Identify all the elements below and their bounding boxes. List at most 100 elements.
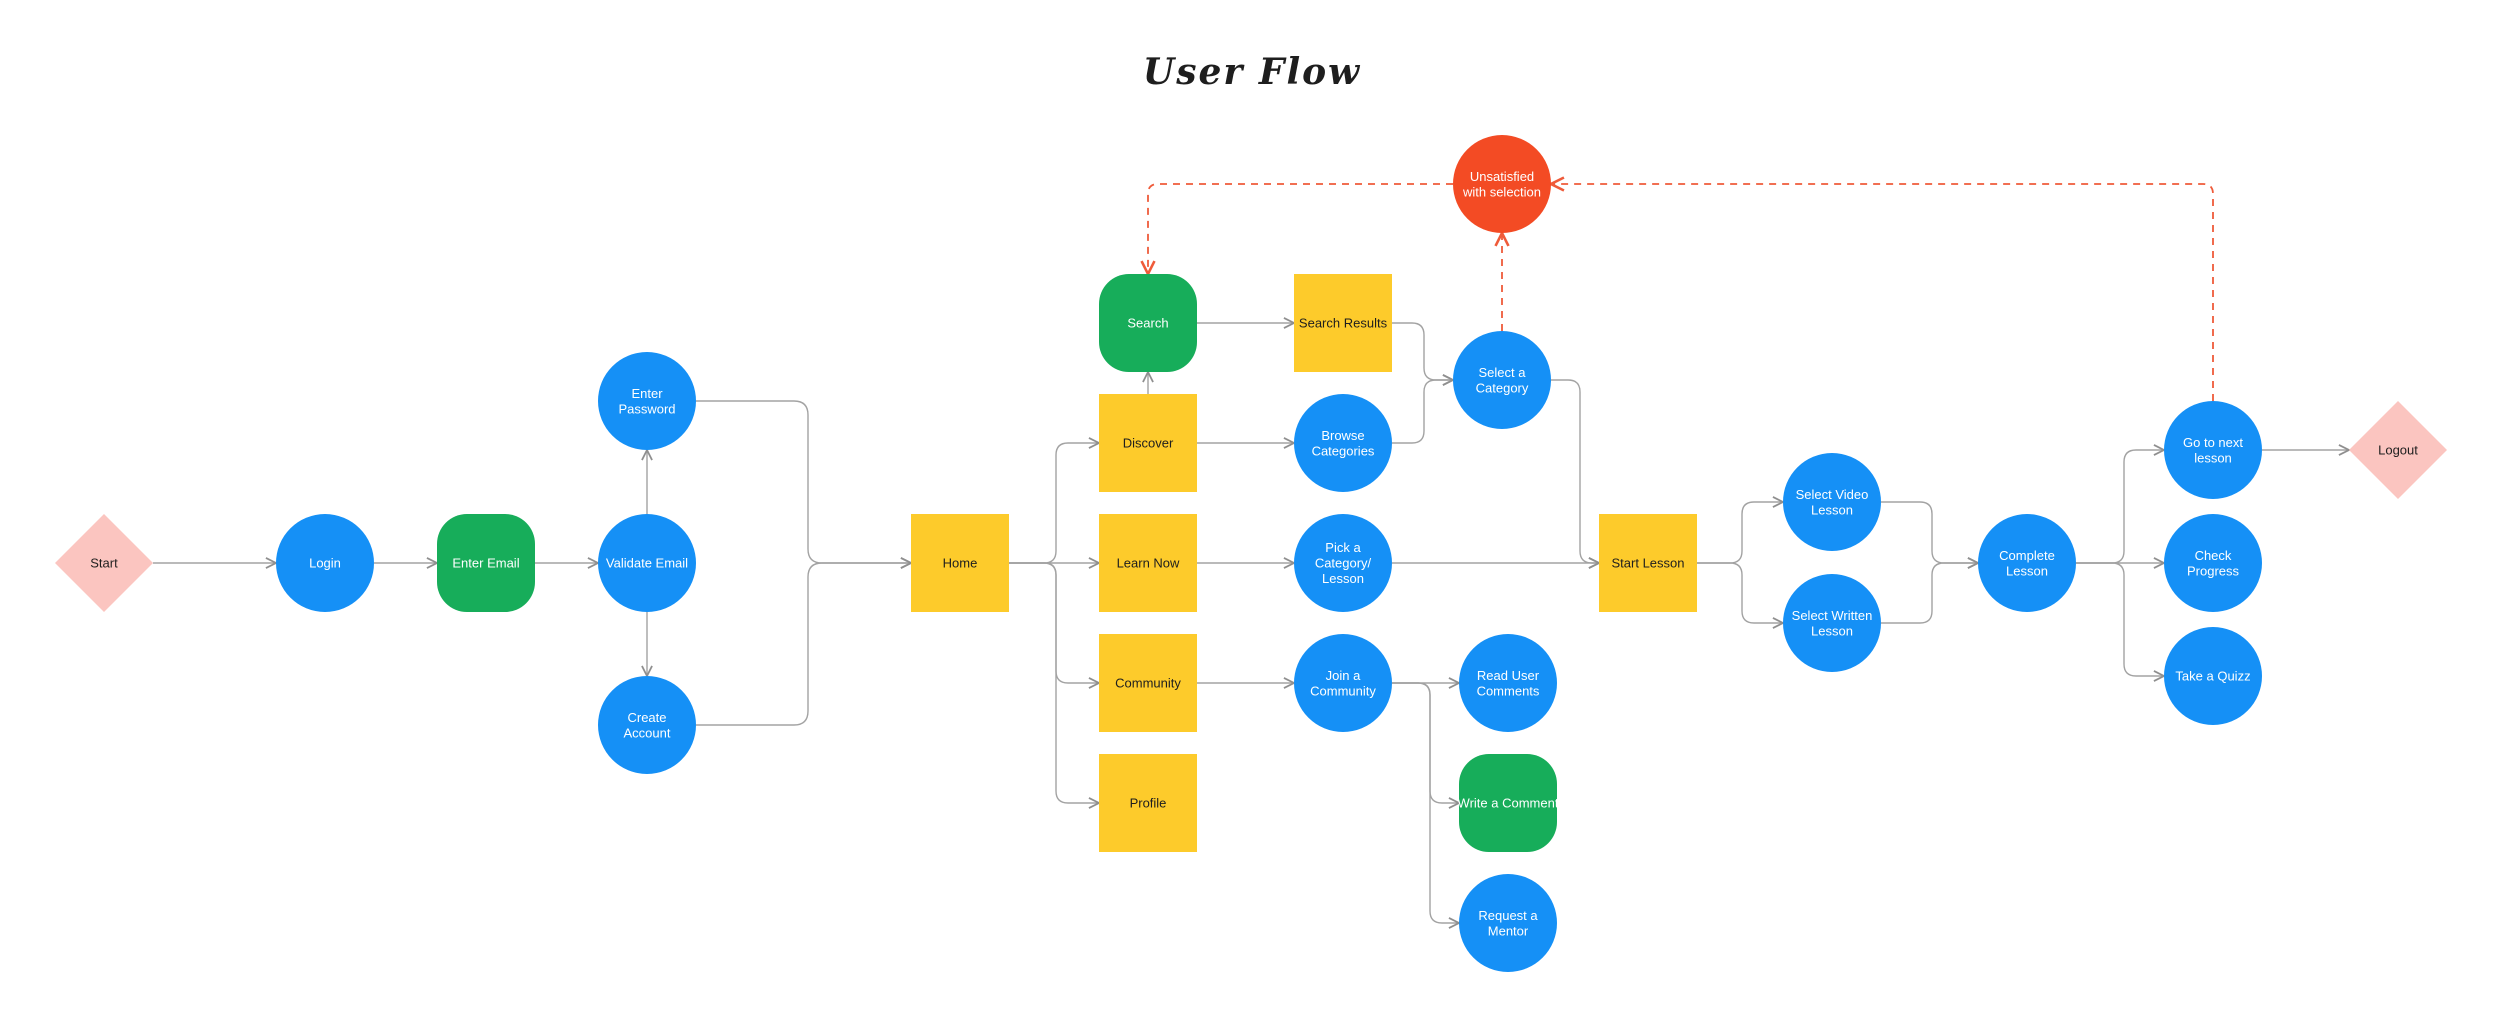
- node-label-join-community: Join a: [1326, 668, 1361, 683]
- node-profile[interactable]: Profile: [1099, 754, 1197, 852]
- node-logout[interactable]: Logout: [2349, 401, 2447, 499]
- node-shape-create-account: [598, 676, 696, 774]
- connector-join-community-to-request-mentor: [1392, 682, 1459, 923]
- node-label-enter-password: Password: [618, 401, 675, 416]
- node-shape-take-quiz: [2164, 627, 2262, 725]
- node-shape-join-community: [1294, 634, 1392, 732]
- node-label-create-account: Create: [627, 710, 666, 725]
- node-shape-login: [276, 514, 374, 612]
- node-label-next-lesson: Go to next: [2183, 435, 2243, 450]
- node-shape-discover: [1099, 394, 1197, 492]
- node-label-browse-categories: Categories: [1312, 443, 1375, 458]
- node-login[interactable]: Login: [276, 514, 374, 612]
- node-shape-enter-email: [437, 514, 535, 612]
- node-label-request-mentor: Request a: [1478, 908, 1538, 923]
- node-validate-email[interactable]: Validate Email: [598, 514, 696, 612]
- node-label-select-category: Select a: [1479, 365, 1527, 380]
- diagram-title: User Flow: [1143, 51, 1361, 93]
- node-label-start: Start: [90, 556, 118, 571]
- node-shape-pick-category-lesson: [1294, 514, 1392, 612]
- node-shape-select-category: [1453, 331, 1551, 429]
- node-shape-search-results: [1294, 274, 1392, 372]
- node-label-select-video: Select Video: [1796, 487, 1869, 502]
- node-label-browse-categories: Browse: [1321, 428, 1364, 443]
- node-take-quiz[interactable]: Take a Quizz: [2164, 627, 2262, 725]
- node-label-pick-category-lesson: Pick a: [1325, 540, 1361, 555]
- node-label-check-progress: Progress: [2187, 563, 2240, 578]
- node-label-check-progress: Check: [2195, 548, 2232, 563]
- node-home[interactable]: Home: [911, 514, 1009, 612]
- node-label-search-results: Search Results: [1299, 316, 1388, 331]
- node-start[interactable]: Start: [55, 514, 153, 612]
- node-shape-home: [911, 514, 1009, 612]
- connector-home-to-community: [1009, 562, 1099, 683]
- node-label-learn-now: Learn Now: [1117, 556, 1180, 571]
- node-write-comment[interactable]: Write a Comment: [1458, 754, 1559, 852]
- connector-complete-lesson-to-take-quiz: [2076, 562, 2164, 676]
- flow-nodes: Start Login Enter Email Validate Email Enter…: [55, 135, 2447, 972]
- node-label-next-lesson: lesson: [2194, 450, 2232, 465]
- node-shape-select-video: [1783, 453, 1881, 551]
- node-shape-profile: [1099, 754, 1197, 852]
- node-learn-now[interactable]: Learn Now: [1099, 514, 1197, 612]
- node-community[interactable]: Community: [1099, 634, 1197, 732]
- node-shape-complete-lesson: [1978, 514, 2076, 612]
- node-shape-start: [55, 514, 153, 612]
- node-label-search: Search: [1127, 316, 1168, 331]
- node-shape-logout: [2349, 401, 2447, 499]
- node-label-read-comments: Read User: [1477, 668, 1540, 683]
- node-label-validate-email: Validate Email: [606, 556, 688, 571]
- connector-home-to-profile: [1009, 562, 1099, 803]
- node-label-complete-lesson: Lesson: [2006, 563, 2048, 578]
- node-label-logout: Logout: [2378, 443, 2418, 458]
- node-label-create-account: Account: [624, 725, 671, 740]
- node-label-pick-category-lesson: Lesson: [1322, 571, 1364, 586]
- node-label-complete-lesson: Complete: [1999, 548, 2055, 563]
- node-discover[interactable]: Discover: [1099, 394, 1197, 492]
- connector-unsatisfied-to-search: [1148, 183, 1453, 274]
- connector-start-lesson-to-select-video: [1697, 502, 1783, 564]
- connector-start-lesson-to-select-written: [1697, 562, 1783, 623]
- connector-browse-categories-to-select-category: [1392, 380, 1453, 444]
- node-label-unsatisfied: Unsatisfied: [1470, 169, 1534, 184]
- node-shape-community: [1099, 634, 1197, 732]
- node-label-home: Home: [943, 556, 978, 571]
- node-search-results[interactable]: Search Results: [1294, 274, 1392, 372]
- node-shape-learn-now: [1099, 514, 1197, 612]
- node-shape-validate-email: [598, 514, 696, 612]
- node-shape-browse-categories: [1294, 394, 1392, 492]
- node-shape-enter-password: [598, 352, 696, 450]
- node-label-pick-category-lesson: Category/: [1315, 556, 1372, 571]
- node-search[interactable]: Search: [1099, 274, 1197, 372]
- node-label-discover: Discover: [1123, 436, 1174, 451]
- node-shape-write-comment: [1459, 754, 1557, 852]
- node-shape-select-written: [1783, 574, 1881, 672]
- node-shape-start-lesson: [1599, 514, 1697, 612]
- node-label-select-category: Category: [1476, 380, 1529, 395]
- node-label-unsatisfied: with selection: [1462, 184, 1541, 199]
- node-start-lesson[interactable]: Start Lesson: [1599, 514, 1697, 612]
- node-shape-unsatisfied: [1453, 135, 1551, 233]
- node-shape-search: [1099, 274, 1197, 372]
- node-enter-email[interactable]: Enter Email: [437, 514, 535, 612]
- connector-join-community-to-write-comment: [1392, 682, 1459, 803]
- node-label-read-comments: Comments: [1477, 683, 1540, 698]
- connector-home-to-discover: [1009, 443, 1099, 564]
- node-label-community: Community: [1115, 676, 1181, 691]
- node-label-login: Login: [309, 556, 341, 571]
